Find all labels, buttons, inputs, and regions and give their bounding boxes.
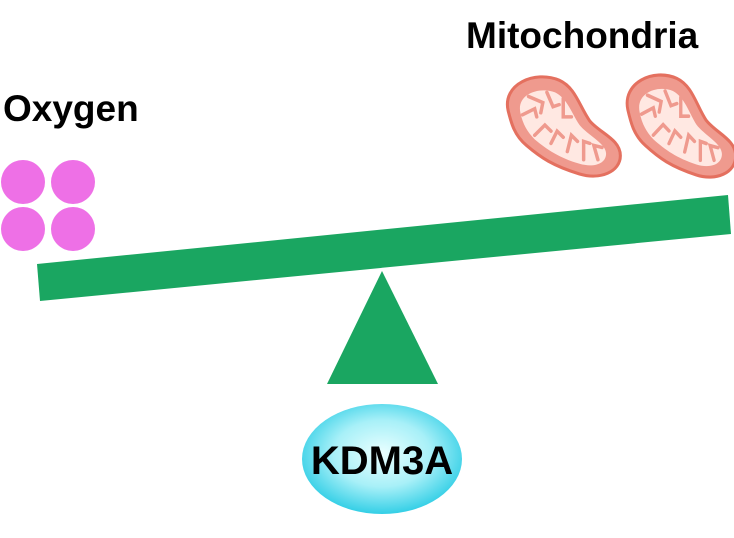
- mitochondrion-icon: [505, 75, 623, 178]
- mitochondria-group: [505, 73, 734, 179]
- oxygen-circle: [1, 207, 45, 251]
- oxygen-circle: [51, 207, 95, 251]
- mitochondria-label: Mitochondria: [466, 15, 699, 56]
- oxygen-molecule-icon: [1, 160, 95, 251]
- seesaw-beam: [37, 195, 731, 301]
- mitochondrion-icon: [625, 73, 734, 179]
- oxygen-circle: [1, 160, 45, 204]
- oxygen-circle: [51, 160, 95, 204]
- fulcrum-triangle: [327, 271, 438, 384]
- kdm3a-label: KDM3A: [311, 439, 453, 483]
- kdm3a-ellipse: [302, 404, 462, 514]
- oxygen-label: Oxygen: [3, 88, 139, 129]
